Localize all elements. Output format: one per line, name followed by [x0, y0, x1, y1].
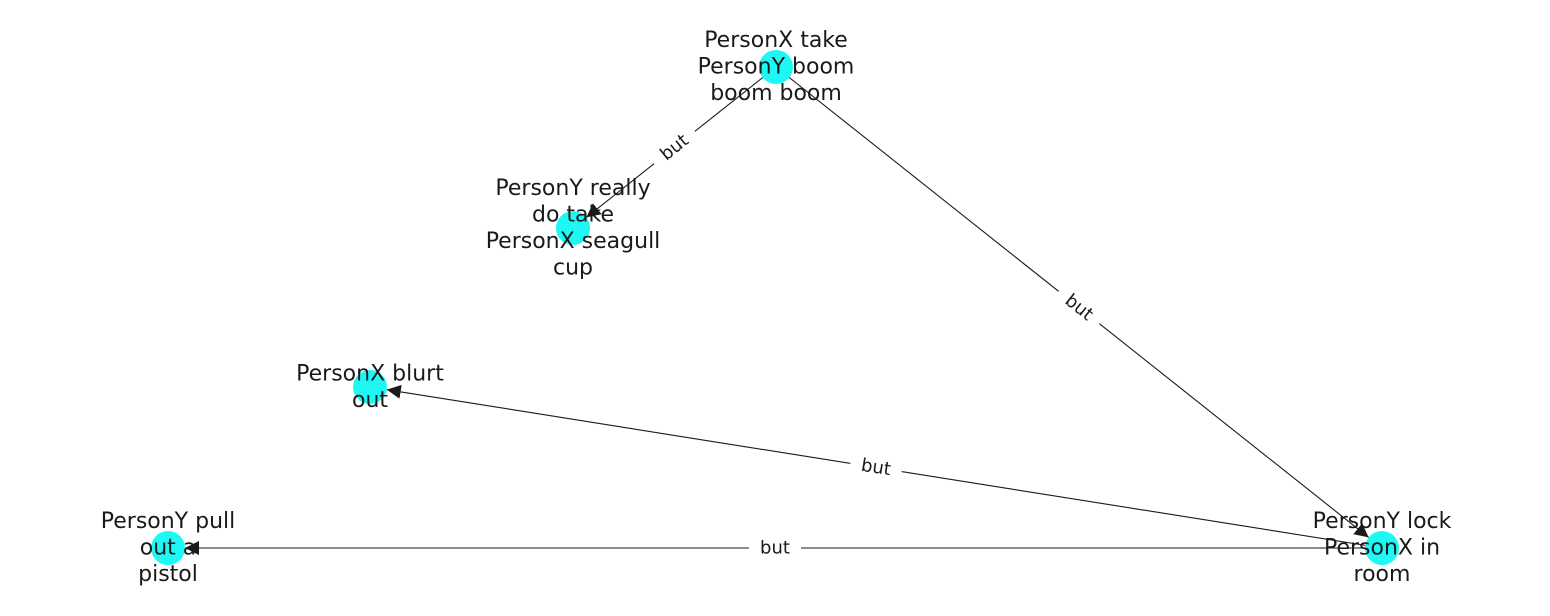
- edge-label-group: but: [848, 451, 904, 484]
- node-circle-n3: [353, 370, 387, 404]
- edge-label-background: [646, 121, 703, 174]
- edge-label-background: [749, 536, 801, 560]
- node-label-line: PersonY pull: [101, 509, 236, 534]
- edge-label-group: but: [749, 536, 801, 560]
- node-label-line: out a: [140, 536, 197, 561]
- edge-n5-n3: but: [386, 384, 1383, 549]
- node-circle-n1: [759, 50, 793, 84]
- edge-label-group: but: [1051, 281, 1107, 334]
- edge-n5-n4: but: [185, 536, 1382, 560]
- node-label-line: PersonX take: [704, 28, 848, 53]
- edge-label: but: [760, 538, 790, 559]
- node-circle-n2: [556, 211, 590, 245]
- edge-label-group: but: [646, 121, 703, 174]
- edge-label-background: [848, 451, 904, 484]
- node-label-line: room: [1354, 562, 1411, 587]
- node-label-line: pistol: [138, 562, 198, 587]
- node-label-line: PersonY lock: [1313, 509, 1452, 534]
- node-label-line: PersonY really: [495, 176, 650, 201]
- node-label-line: out: [352, 388, 388, 413]
- node-label-line: PersonX blurt: [296, 361, 444, 386]
- node-label-line: boom boom: [710, 81, 842, 106]
- edges-layer: but but but but: [185, 66, 1383, 560]
- edge-label: but: [860, 455, 893, 480]
- node-circle-n5: [1365, 531, 1399, 565]
- nodes-layer: [151, 50, 1399, 565]
- node-label-line: PersonX in: [1324, 536, 1440, 561]
- node-label-line: PersonX seagull: [486, 229, 661, 254]
- node-circle-n4: [151, 531, 185, 565]
- edge-label-background: [1051, 281, 1107, 334]
- node-label-line: cup: [553, 255, 593, 280]
- edge-n1-n5: but: [775, 66, 1370, 538]
- node-label-line: PersonY boom: [698, 55, 855, 80]
- node-label-line: do take: [532, 202, 614, 227]
